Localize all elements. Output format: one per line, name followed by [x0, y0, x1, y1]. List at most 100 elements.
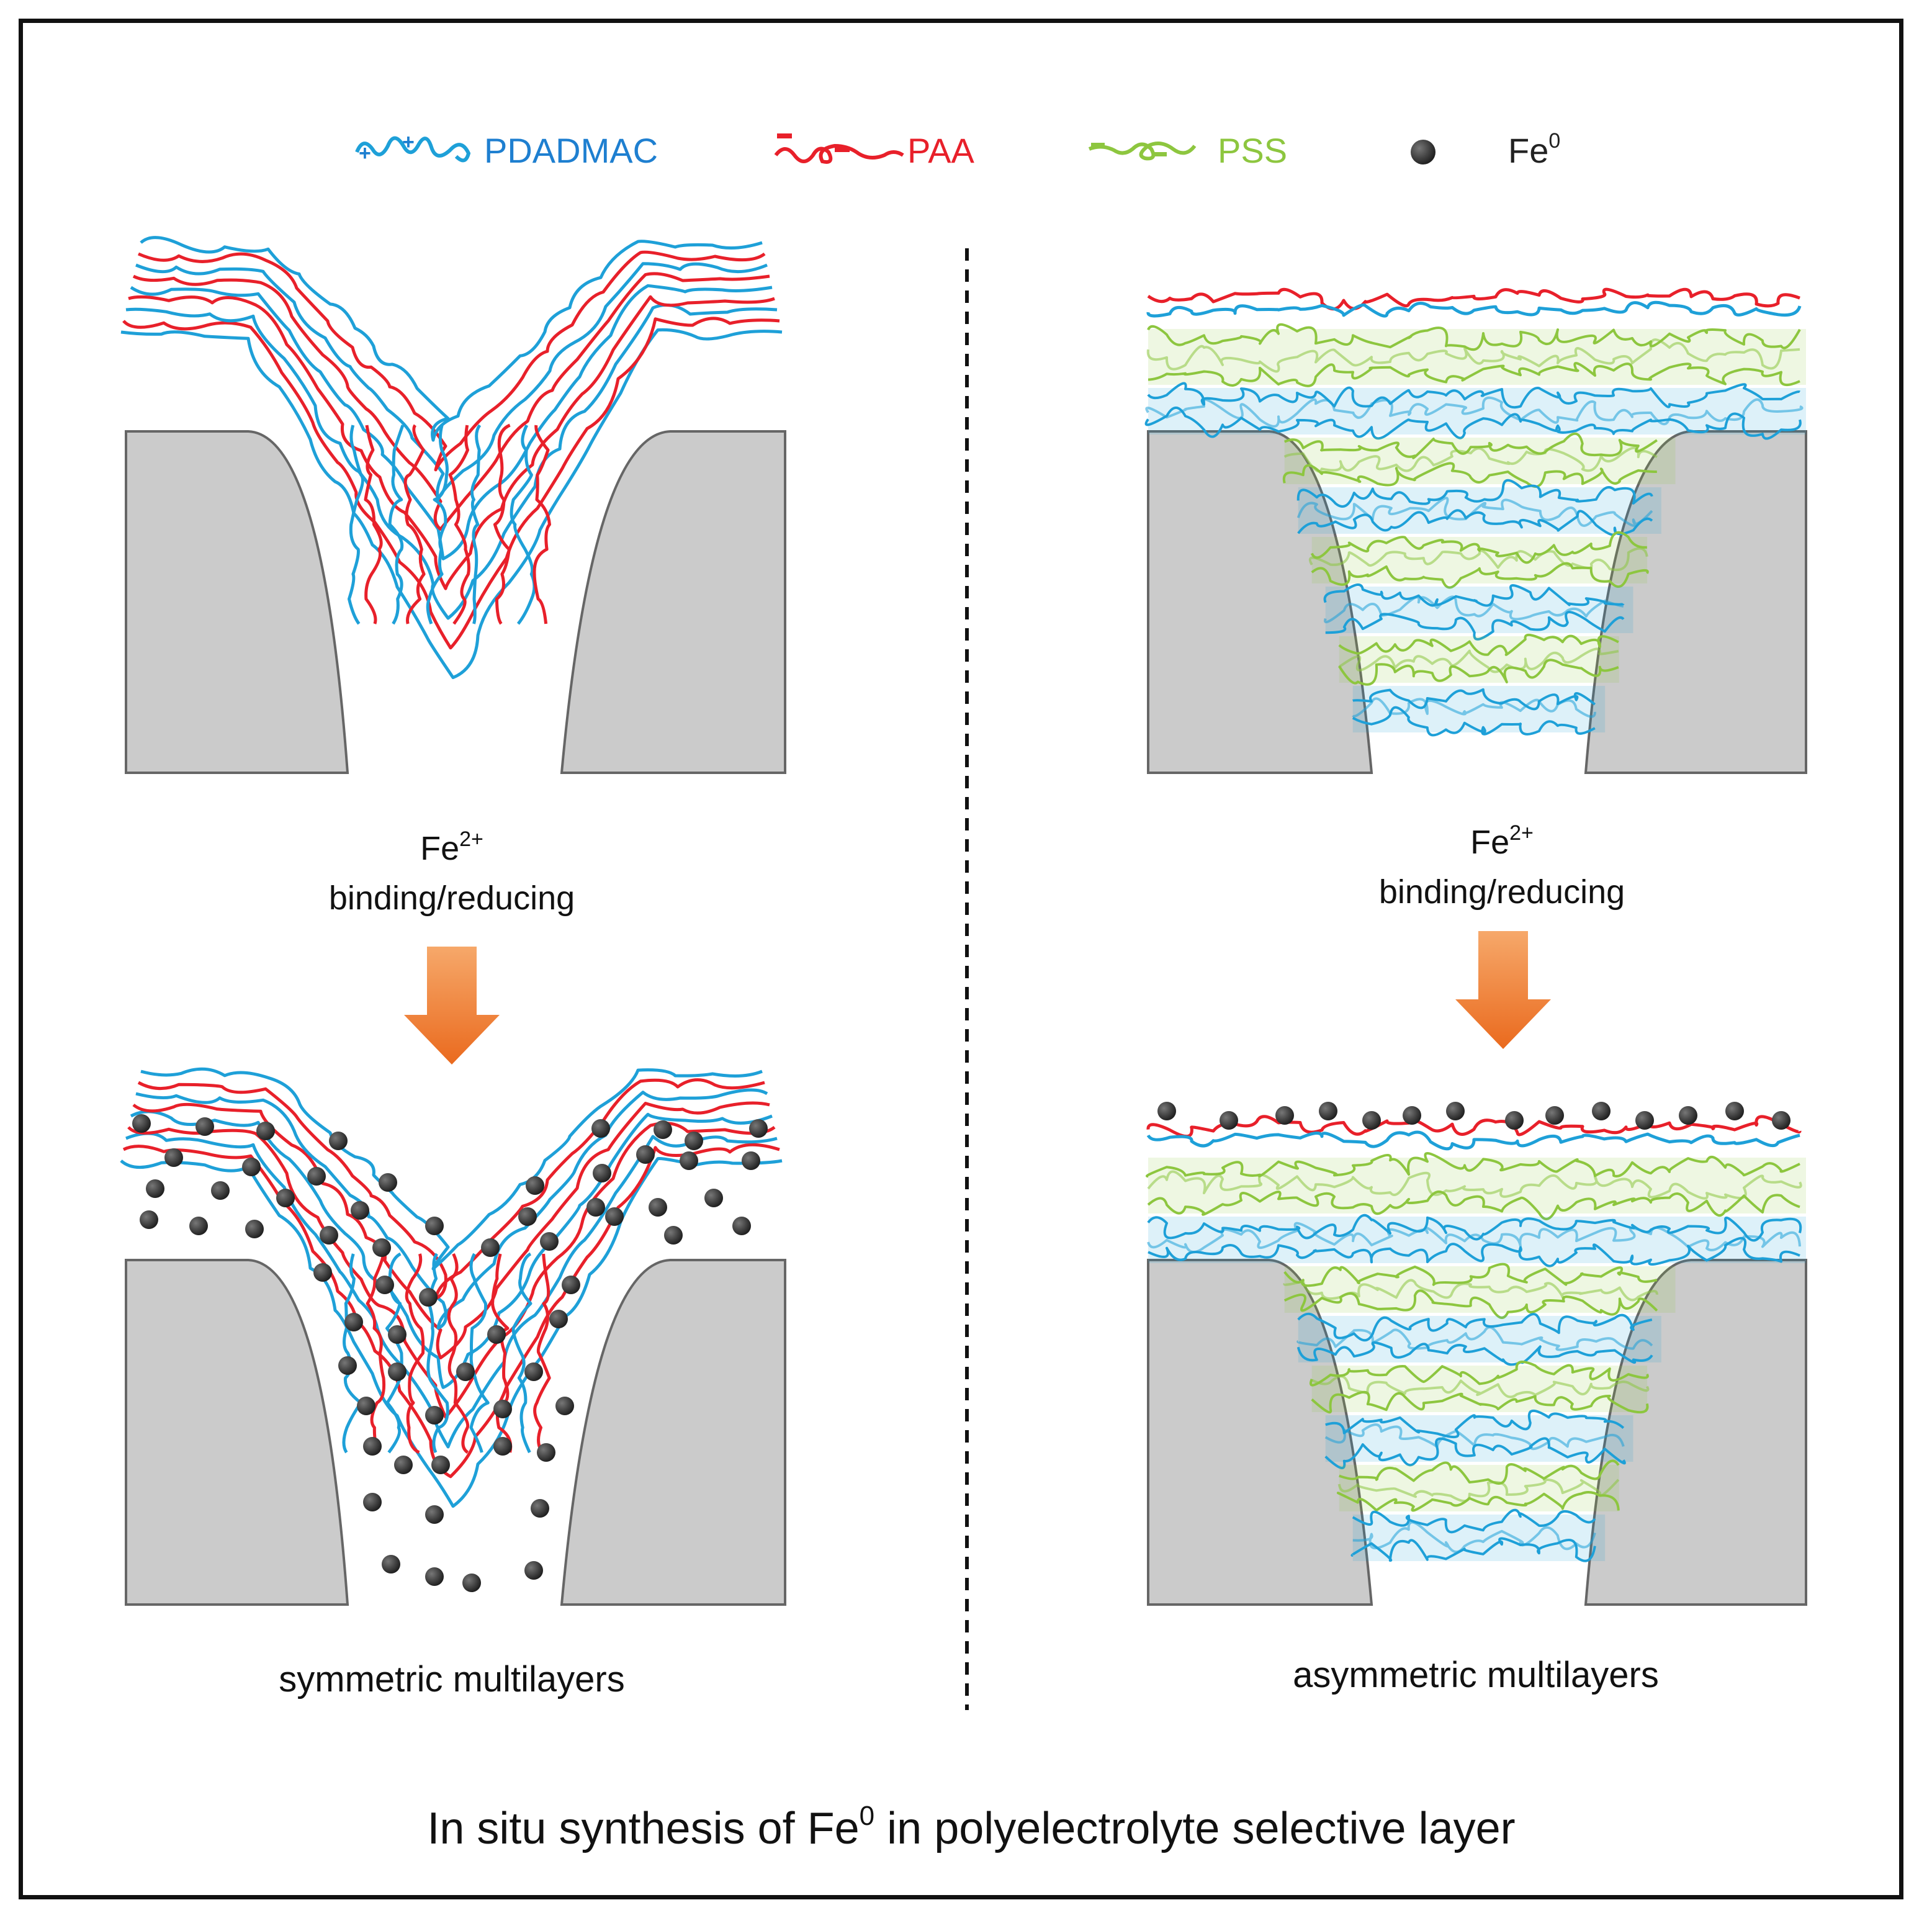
pdadmac-chain: [1296, 1326, 1653, 1351]
paa-chain: [447, 1253, 470, 1454]
symmetric-multilayer-top: [120, 236, 783, 680]
pss-chain: [1283, 1289, 1658, 1319]
paa-chain: [532, 425, 551, 624]
pss-chain: [1337, 1491, 1620, 1512]
legend-label-pdadmac: PDADMAC: [484, 131, 658, 170]
left-reaction-process: binding/reducing: [329, 880, 575, 917]
svg-text:+: +: [402, 130, 415, 154]
substrate-right: [560, 430, 786, 774]
fe-particle: [1505, 1111, 1524, 1130]
fe-particle: [1725, 1102, 1744, 1120]
fe-particle: [1157, 1102, 1176, 1120]
paa-chain: [127, 1122, 776, 1419]
fe-particle: [189, 1217, 208, 1235]
pdadmac-chain: [1324, 595, 1624, 624]
pdadmac-chain: [1352, 697, 1596, 718]
pdadmac-chain: [342, 1253, 362, 1454]
fe-particle: [1446, 1102, 1465, 1120]
fe-particle: [338, 1356, 357, 1375]
pdadmac-chain: [1144, 406, 1802, 440]
pss-chain: [1308, 547, 1648, 572]
layer-band: [1284, 438, 1676, 484]
fe-particle: [431, 1456, 450, 1474]
right-reaction-species: Fe2+: [1470, 821, 1534, 861]
pdadmac-chain: [348, 425, 364, 625]
fe-particle: [456, 1362, 475, 1381]
substrate-right: [560, 1259, 786, 1606]
fe-particle: [242, 1158, 261, 1176]
fe-particle: [344, 1313, 363, 1331]
fe-particles-asymmetric: [1157, 1102, 1790, 1130]
pdadmac-chain: [120, 1157, 783, 1508]
substrate-left: [1147, 430, 1373, 774]
fe-particle: [636, 1145, 655, 1164]
pdadmac-chain: [1323, 583, 1625, 607]
fe-particle: [372, 1238, 391, 1257]
fe-particle: [732, 1217, 751, 1235]
pdadmac-chain: [1145, 396, 1804, 428]
fe-particle: [526, 1176, 544, 1195]
pdadmac-chain: [1324, 1437, 1626, 1469]
fe-particle: [654, 1120, 672, 1139]
fe-particle: [649, 1198, 667, 1217]
fe-particle: [1403, 1106, 1421, 1125]
fe-particle: [1319, 1102, 1337, 1120]
paa-chain: [493, 423, 511, 625]
pdadmac-chain: [1296, 497, 1653, 527]
fe-particle: [140, 1210, 158, 1229]
left-arrow: [404, 947, 500, 1065]
fe-particle: [313, 1263, 332, 1282]
fe-particle: [425, 1217, 444, 1235]
pdadmac-chain: [1146, 300, 1802, 318]
fe-particle: [363, 1437, 382, 1456]
paa-chain: [1146, 1115, 1802, 1138]
fe-particle: [245, 1220, 264, 1238]
fe-particle: [540, 1232, 559, 1251]
fe-particle: [493, 1437, 512, 1456]
fe-particle: [276, 1189, 295, 1207]
pdadmac-chain: [125, 1132, 778, 1449]
paa-chain: [1147, 287, 1800, 311]
fe-particle: [388, 1362, 407, 1381]
pdadmac-chain: [120, 328, 783, 680]
fe-particle: [419, 1288, 438, 1307]
fe-particle: [1220, 1111, 1238, 1130]
fe-particle: [425, 1567, 444, 1586]
pdadmac-chain: [1147, 382, 1800, 409]
fe-particle: [1545, 1106, 1564, 1125]
fe-particle: [146, 1179, 164, 1198]
fe-particle: [320, 1226, 338, 1245]
pss-chain: [1310, 1361, 1649, 1387]
paa-chain: [366, 1253, 386, 1454]
fe-particle: [685, 1132, 703, 1150]
pdadmac-chain: [388, 425, 405, 625]
pdadmac-chain: [511, 1252, 532, 1454]
pss-chain: [1311, 1390, 1649, 1414]
fe-particle: [211, 1181, 230, 1200]
fe-particle: [664, 1226, 683, 1245]
pdadmac-chain: [130, 1110, 773, 1389]
pdadmac-chain: [1352, 706, 1596, 737]
asymmetric-multilayer-bottom: [1146, 1115, 1806, 1562]
paa-chain: [364, 425, 383, 624]
pss-chain: [1148, 362, 1800, 387]
fe-particle: [524, 1561, 543, 1580]
fe-particle: [1635, 1111, 1654, 1130]
pdadmac-chain: [1352, 1521, 1596, 1553]
pdadmac-chain: [1146, 1130, 1800, 1151]
paa-chain: [491, 1253, 513, 1453]
svg-text:+: +: [359, 142, 371, 165]
legend-label-fe: Fe0: [1508, 129, 1560, 170]
fe-particle: [1679, 1106, 1697, 1125]
pss-chain: [1338, 647, 1619, 673]
fe-particle: [555, 1397, 574, 1415]
fe-particle: [1772, 1111, 1790, 1130]
pdadmac-chain: [1296, 1341, 1653, 1366]
right-reaction-process: binding/reducing: [1379, 873, 1625, 911]
fe-particle-icon: [1411, 140, 1436, 164]
substrate-right: [1584, 1259, 1807, 1606]
pdadmac-chain: [1148, 1236, 1800, 1267]
fe-particle: [425, 1505, 444, 1524]
pdadmac-chain: [469, 1253, 490, 1453]
